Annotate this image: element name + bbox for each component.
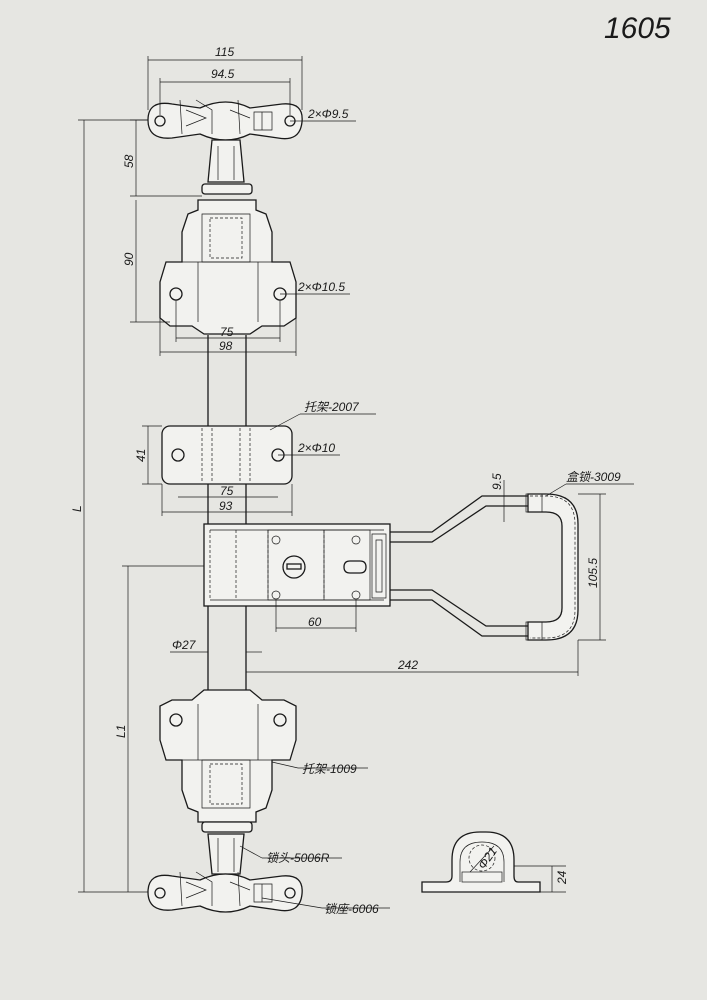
label-bracket-1009: 托架-1009: [302, 762, 357, 776]
lower-lock-seat: [147, 871, 303, 913]
dim-L: L: [70, 505, 84, 512]
dim-98: 98: [219, 339, 233, 353]
dimension-lines: [78, 56, 634, 909]
dim-2x10-5: 2×Φ10.5: [297, 280, 345, 294]
dim-27: Φ27: [172, 638, 197, 652]
dim-75-upper: 75: [220, 325, 234, 339]
dim-60: 60: [308, 615, 322, 629]
lock-handle: [390, 493, 579, 641]
clamp-detail: [421, 831, 541, 893]
dim-105-5: 105.5: [586, 558, 600, 588]
label-bracket-2007: 托架-2007: [304, 400, 360, 414]
dim-41: 41: [134, 449, 148, 462]
dim-115: 115: [215, 45, 234, 59]
label-lock-head-5006R: 锁头-5006R: [266, 851, 330, 865]
main-shaft: [207, 335, 247, 690]
dim-242: 242: [397, 658, 418, 672]
label-lock-seat-6006: 锁座-6006: [324, 902, 379, 916]
dim-75-mid: 75: [220, 484, 234, 498]
drawing-number: 1605: [604, 12, 671, 45]
dim-24: 24: [555, 870, 569, 885]
dim-9-5: 9.5: [490, 473, 504, 490]
bracket-2007: [161, 425, 293, 500]
dim-2x10: 2×Φ10: [297, 441, 335, 455]
dim-L1: L1: [114, 725, 128, 738]
top-lock-seat: [147, 99, 303, 195]
dim-90: 90: [122, 252, 136, 266]
label-box-lock-3009: 盒锁-3009: [566, 470, 621, 484]
lower-lock-head: [201, 821, 253, 875]
upper-bracket-block: [159, 199, 297, 335]
dim-94-5: 94.5: [211, 67, 235, 81]
dim-2x9-5: 2×Φ9.5: [307, 107, 349, 121]
dim-58: 58: [122, 154, 136, 168]
bracket-1009: [159, 689, 297, 823]
dim-93: 93: [219, 499, 233, 513]
box-lock-body: [203, 523, 391, 607]
